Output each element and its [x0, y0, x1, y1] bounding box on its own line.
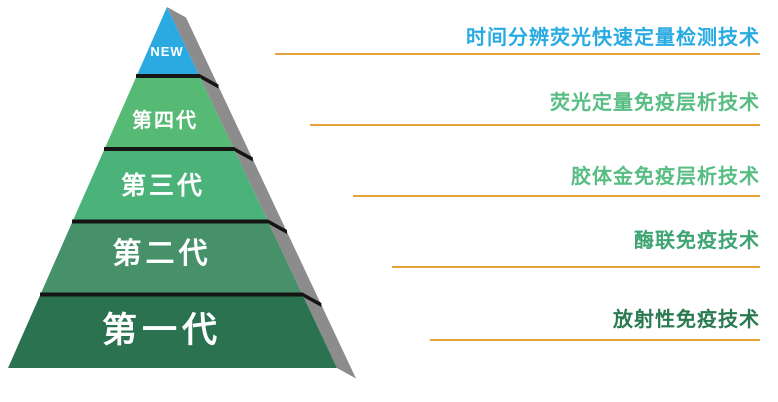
tech-underline-4 [430, 339, 760, 341]
tech-underline-2 [353, 195, 760, 197]
pyramid-level-2 [40, 221, 303, 295]
pyramid-label-2: 第二代 [112, 236, 211, 270]
tech-underline-0 [275, 53, 760, 55]
tech-label-3: 酶联免疫技术 [634, 230, 760, 252]
pyramid-shadow [167, 7, 356, 379]
tech-underline-3 [392, 266, 760, 268]
tech-label-4: 放射性免疫技术 [613, 309, 760, 331]
pyramid-level-1 [8, 294, 337, 368]
tech-underline-1 [310, 124, 760, 126]
tech-label-0: 时间分辨荧光快速定量检测技术 [466, 27, 760, 49]
pyramid-level-4 [104, 76, 234, 149]
pyramid-level-new [136, 7, 200, 76]
tech-label-2: 胶体金免疫层析技术 [571, 166, 760, 188]
pyramid-diagram: NEW 第四代 第三代 第二代 第一代 [8, 7, 356, 379]
pyramid-shadow-notch-1 [199, 74, 219, 89]
pyramid-level-3 [72, 149, 268, 222]
tech-label-1: 荧光定量免疫层析技术 [550, 92, 760, 114]
pyramid-shadow-notch-4 [302, 292, 322, 307]
pyramid-shadow-notch-3 [268, 219, 287, 234]
pyramid-label-new: NEW [150, 44, 183, 59]
pyramid-label-3: 第三代 [121, 171, 205, 200]
pyramid-shadow-notch-2 [233, 147, 253, 162]
pyramid-label-4: 第四代 [132, 108, 198, 132]
pyramid-label-1: 第一代 [102, 311, 222, 350]
